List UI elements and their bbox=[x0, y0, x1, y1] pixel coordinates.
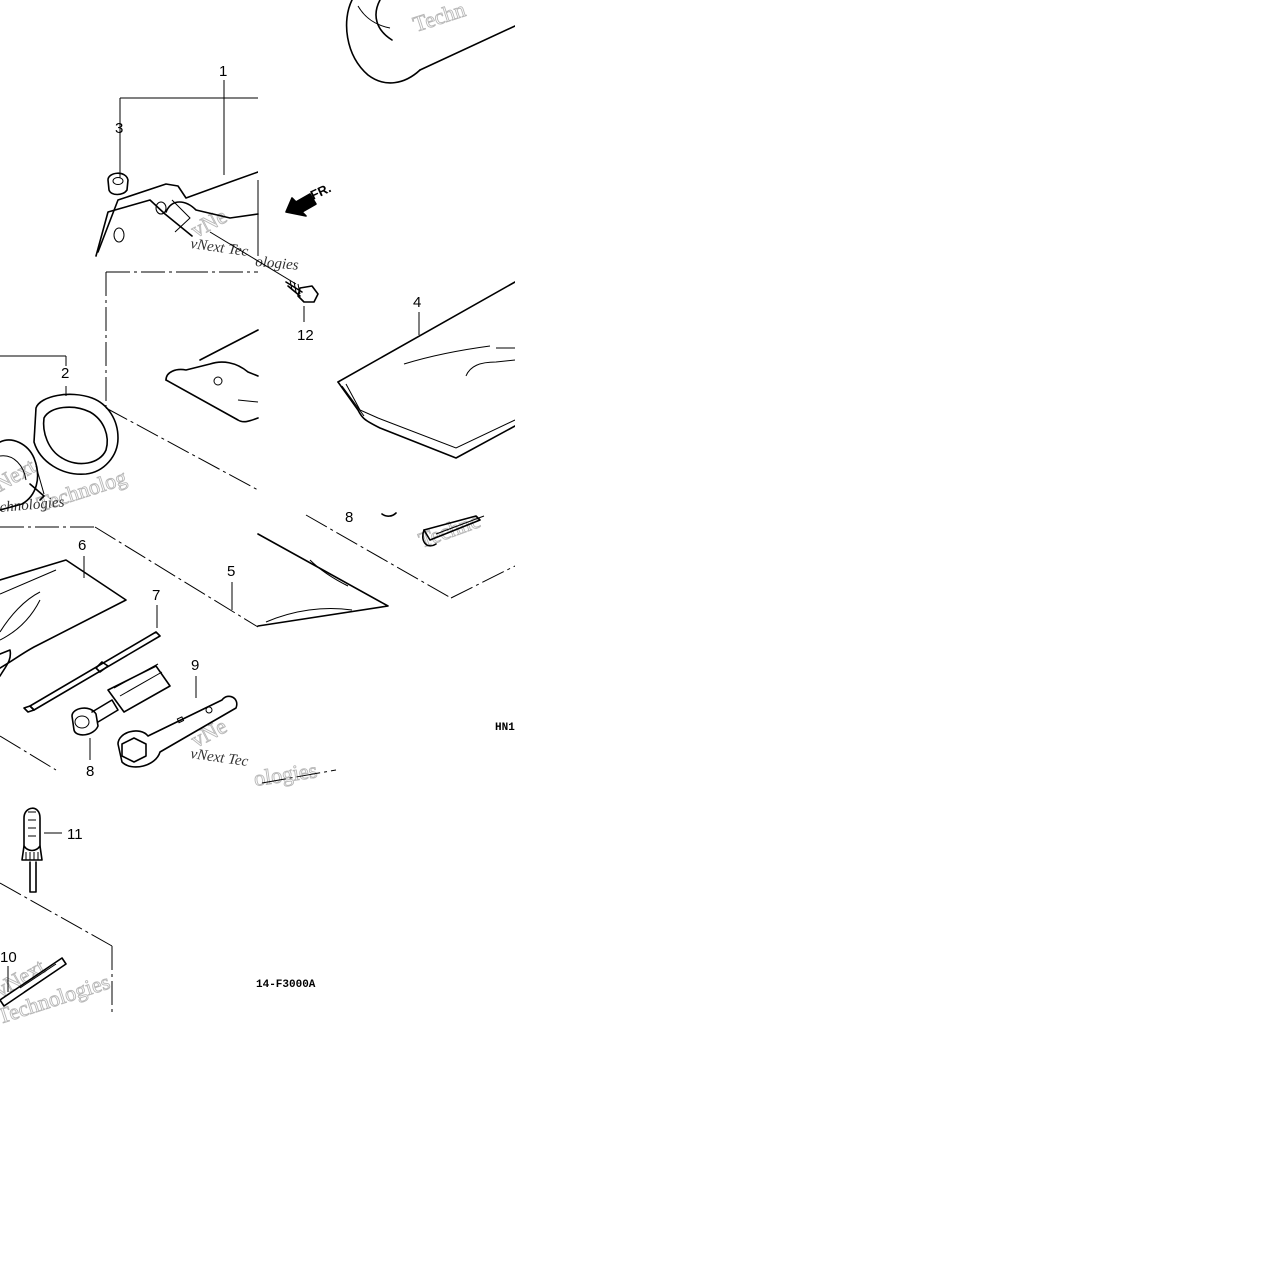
watermark-text: Techn bbox=[410, 0, 469, 37]
callout-2: 2 bbox=[61, 365, 69, 382]
manual-bag-5 bbox=[231, 533, 389, 627]
manual-bag-4 bbox=[337, 281, 516, 459]
watermark-text: chnologies bbox=[0, 494, 65, 516]
callout-8-upper: 8 bbox=[345, 509, 353, 526]
drawing-code: 14-F3000A bbox=[256, 979, 316, 991]
watermark-text: ologies bbox=[255, 254, 300, 274]
callout-8-lower: 8 bbox=[86, 763, 94, 780]
screwdriver-10 bbox=[0, 957, 67, 1007]
callout-numbers: 1 3 12 4 2 8 6 5 7 9 8 11 10 bbox=[0, 63, 421, 966]
pin-part-11 bbox=[21, 807, 62, 893]
front-direction-label: FR. bbox=[308, 180, 333, 202]
callout-12: 12 bbox=[297, 327, 314, 344]
callout-6: 6 bbox=[78, 537, 86, 554]
fuel-cap-part bbox=[0, 355, 119, 511]
tool-bag-panel bbox=[105, 271, 259, 491]
small-bracket-part bbox=[381, 512, 485, 547]
screwdriver-7 bbox=[23, 605, 161, 713]
callout-11: 11 bbox=[67, 826, 83, 843]
panel-outline bbox=[0, 514, 516, 1016]
callout-9: 9 bbox=[191, 657, 199, 674]
watermark-text: ologies bbox=[252, 757, 318, 791]
watermark-text: Next bbox=[0, 453, 40, 496]
box-wrench-8 bbox=[71, 663, 171, 760]
watermark-text: vNext Tec bbox=[189, 746, 249, 770]
manual-bag-6 bbox=[0, 556, 127, 677]
callout-10: 10 bbox=[0, 949, 17, 966]
bracket-assembly: FR. bbox=[95, 80, 333, 322]
callout-4: 4 bbox=[413, 294, 421, 311]
callout-7: 7 bbox=[152, 587, 160, 604]
callout-3: 3 bbox=[115, 120, 123, 137]
cylinder-part bbox=[345, 0, 516, 84]
watermark-text: vNext Tec bbox=[189, 236, 249, 260]
callout-5: 5 bbox=[227, 563, 235, 580]
spark-plug-wrench-9 bbox=[117, 676, 238, 768]
drawing-code-clipped: HN1 bbox=[495, 722, 515, 734]
callout-1: 1 bbox=[219, 63, 227, 80]
